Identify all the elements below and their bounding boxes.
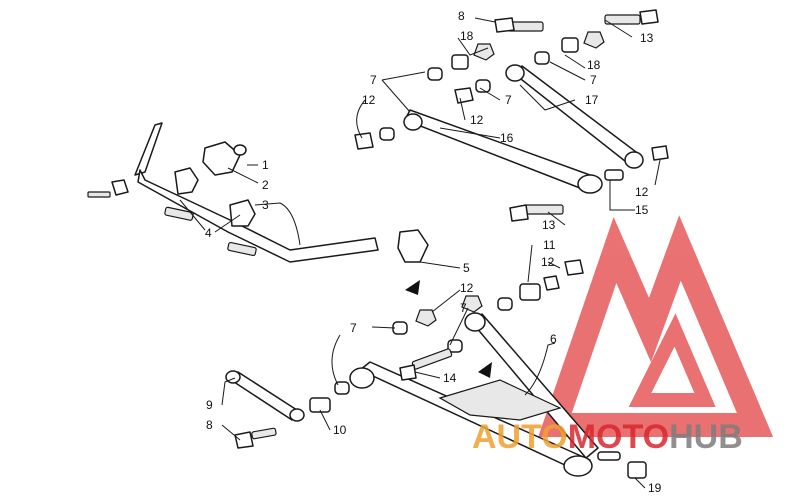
- upper-hardware: [354, 9, 669, 222]
- callout-8: 8: [458, 9, 465, 23]
- callout-11: 11: [543, 238, 556, 252]
- watermark-hub: HUB: [669, 418, 743, 456]
- callout-15: 15: [635, 203, 649, 217]
- callout-6: 6: [550, 332, 557, 346]
- callout-2: 2: [262, 178, 269, 192]
- callouts: 1 2 3 4 5 6 7 7 7 7 7 8 8 9 10 11 12 12 …: [205, 9, 662, 495]
- lower-a-arm: [349, 312, 621, 477]
- callout-7: 7: [505, 93, 512, 107]
- callout-17: 17: [585, 93, 599, 107]
- callout-12: 12: [362, 93, 376, 107]
- callout-5: 5: [463, 261, 470, 275]
- direction-arrow-icon: [478, 362, 492, 378]
- direction-arrow-icon: [405, 280, 420, 295]
- leader-lines: [179, 17, 661, 489]
- callout-9: 9: [206, 398, 213, 412]
- watermark-moto: MOTO: [568, 418, 669, 456]
- callout-19: 19: [648, 481, 662, 495]
- callout-1: 1: [262, 158, 269, 172]
- callout-18: 18: [587, 58, 601, 72]
- callout-4: 4: [205, 226, 212, 240]
- watermark-auto: AUTO: [472, 418, 568, 456]
- red-triangle-logo-icon: [538, 215, 774, 437]
- svg-text:AUTOMOTOHUB: AUTOMOTOHUB: [472, 418, 743, 456]
- callout-7: 7: [460, 301, 467, 315]
- callout-12: 12: [635, 185, 649, 199]
- callout-13: 13: [542, 218, 556, 232]
- callout-8: 8: [206, 418, 213, 432]
- automotohub-watermark: AUTOMOTOHUB: [472, 418, 743, 456]
- callout-16: 16: [500, 131, 514, 145]
- callout-3: 3: [262, 198, 269, 212]
- callout-10: 10: [333, 423, 347, 437]
- callout-7: 7: [370, 73, 377, 87]
- callout-12: 12: [470, 113, 484, 127]
- callout-14: 14: [443, 371, 457, 385]
- sway-bar: [87, 122, 429, 263]
- callout-7: 7: [350, 321, 357, 335]
- callout-12: 12: [460, 281, 474, 295]
- lower-hardware: [225, 259, 647, 479]
- callout-12: 12: [541, 255, 555, 269]
- callout-7: 7: [590, 73, 597, 87]
- callout-13: 13: [640, 31, 654, 45]
- callout-18: 18: [460, 29, 474, 43]
